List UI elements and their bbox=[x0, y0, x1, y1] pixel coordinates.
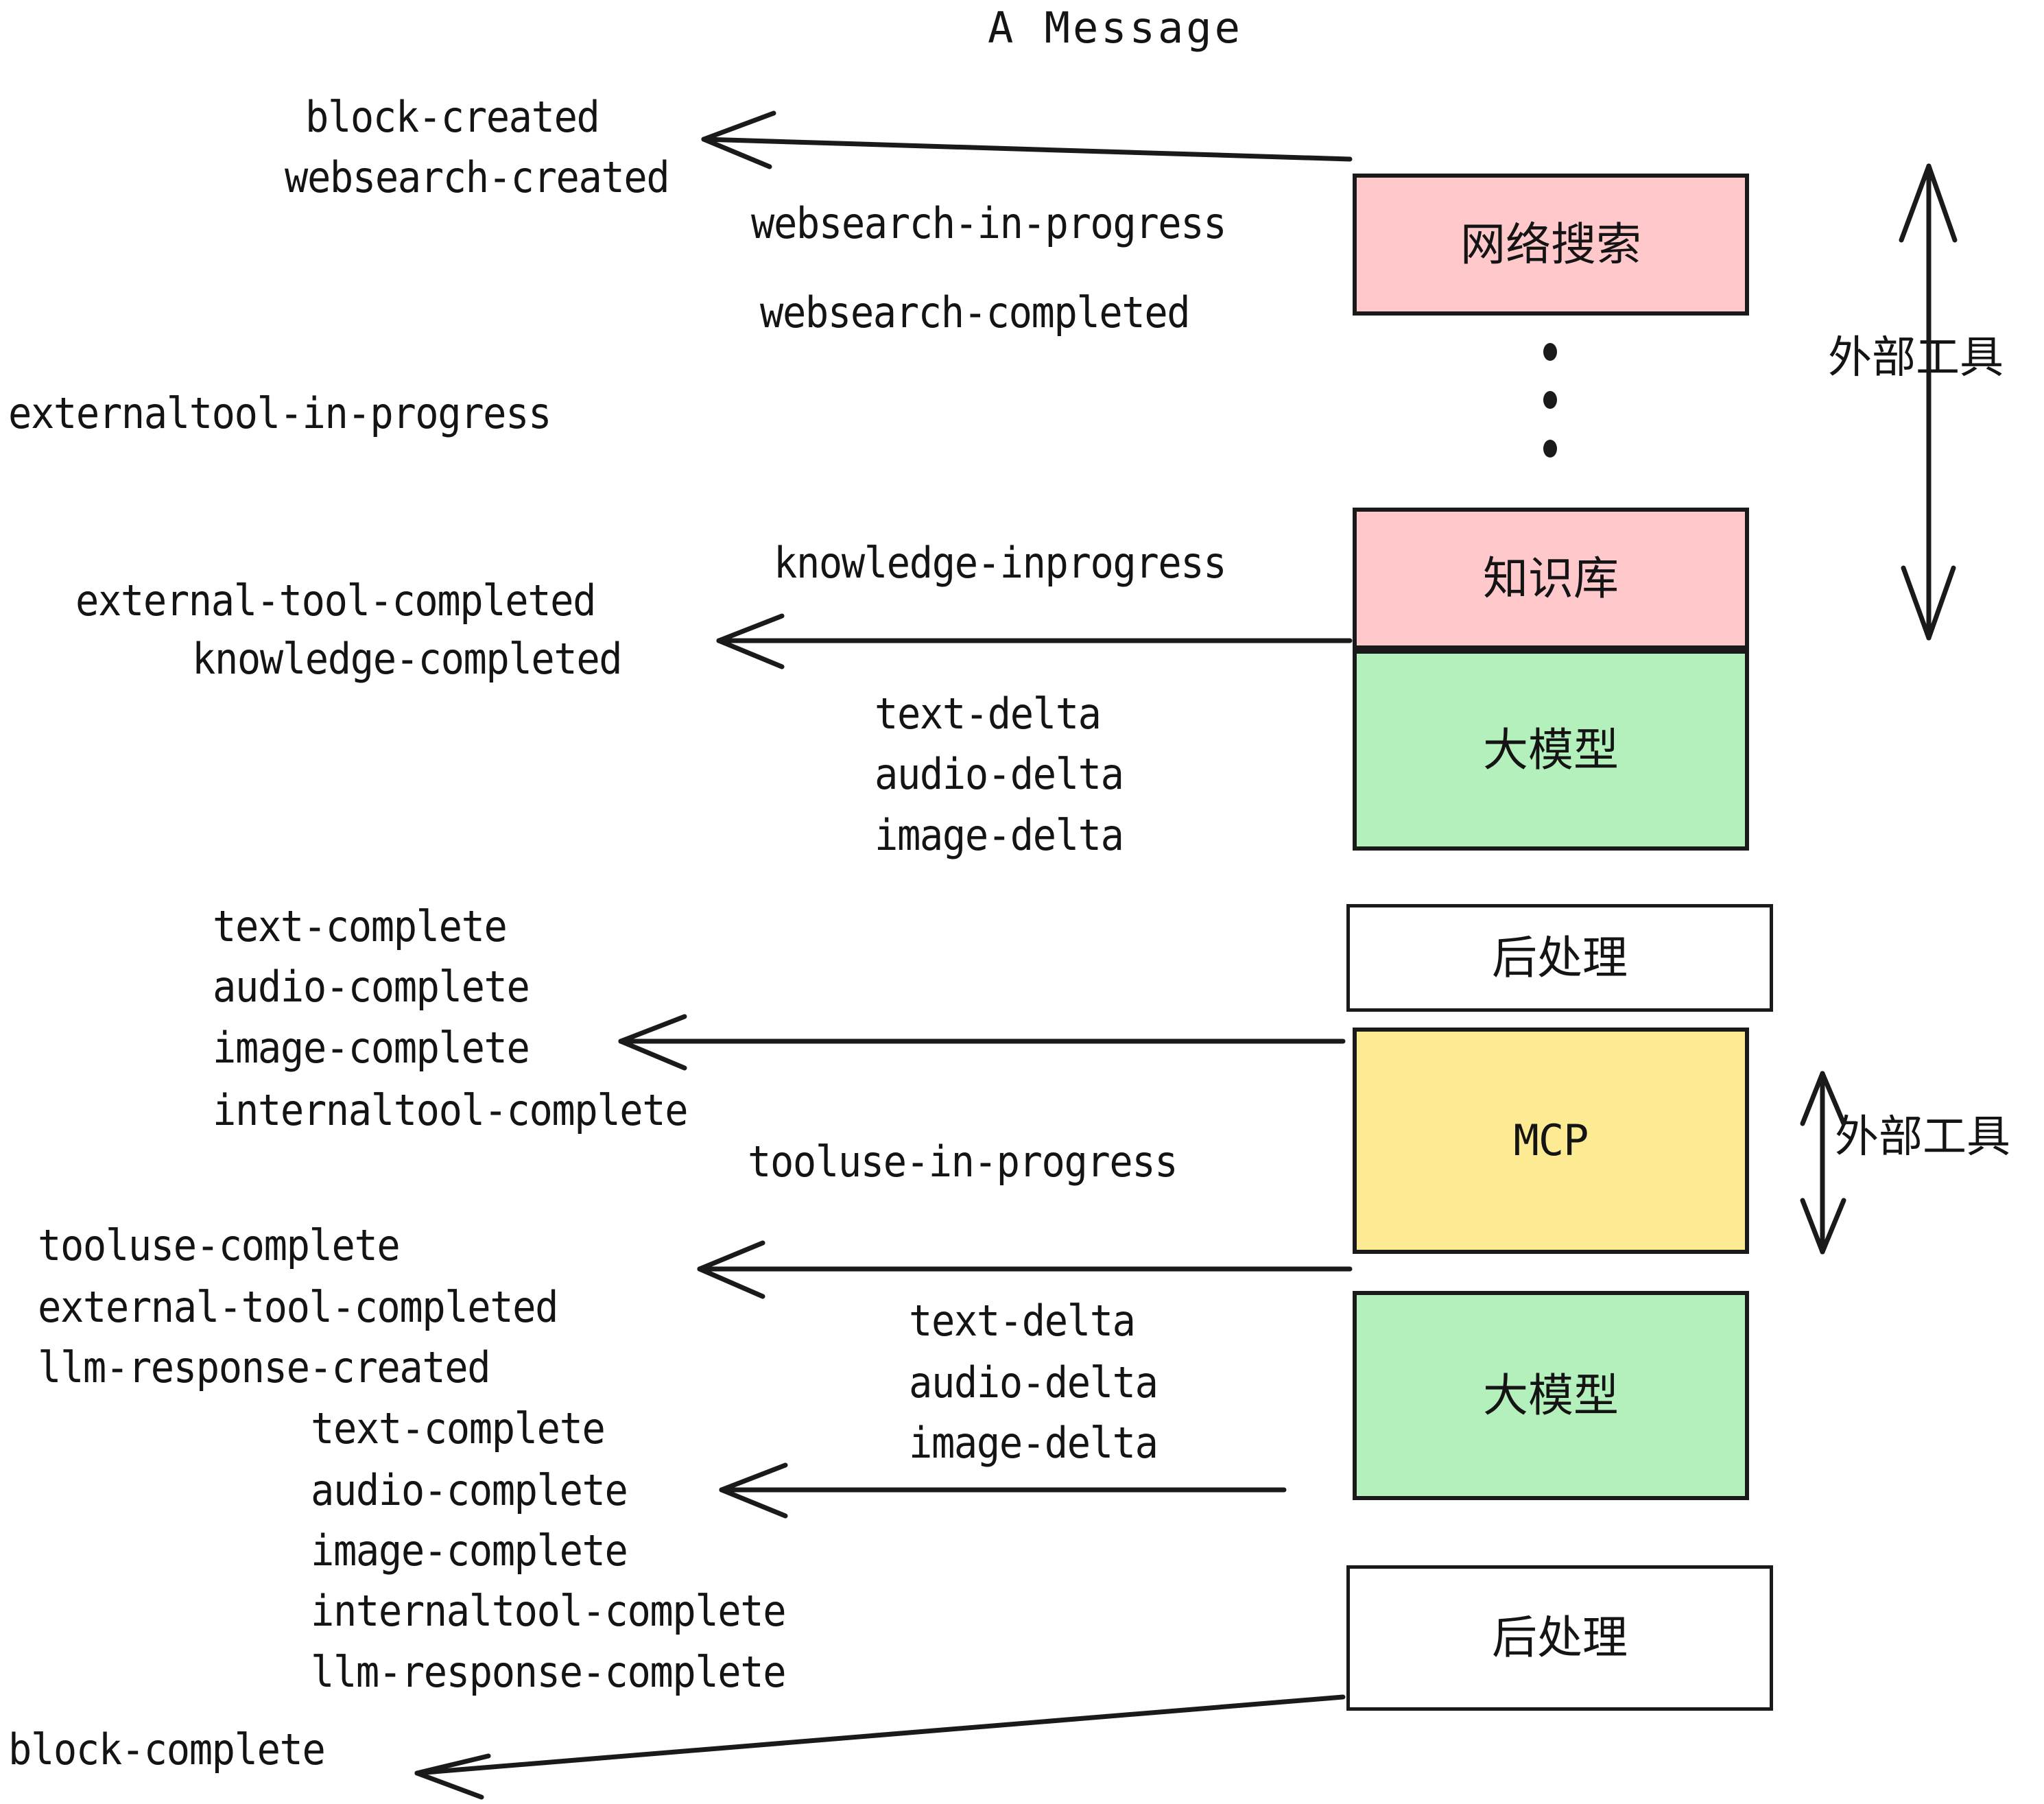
arrow-websearch-to-block-created bbox=[701, 110, 1353, 169]
node-postprocess-1[interactable]: 后处理 bbox=[1346, 904, 1773, 1012]
arrow-external-tools-bottom bbox=[1800, 1071, 1846, 1255]
event-label-block-created: block-created bbox=[305, 92, 600, 142]
arrow-llm2-to-audio-complete bbox=[719, 1462, 1287, 1519]
event-label-audio-delta-1: audio-delta bbox=[875, 749, 1124, 799]
event-label-image-complete-2: image-complete bbox=[311, 1526, 628, 1576]
event-label-text-complete-2: text-complete bbox=[311, 1403, 606, 1453]
event-label-externaltool-in-progress: externaltool-in-progress bbox=[8, 388, 551, 438]
node-mcp-label: MCP bbox=[1513, 1115, 1589, 1165]
node-postprocess-1-label: 后处理 bbox=[1492, 931, 1628, 984]
page-title: A Message bbox=[988, 3, 1243, 53]
event-label-knowledge-inprogress: knowledge-inprogress bbox=[774, 538, 1227, 588]
arrow-mcp-to-tooluse-complete bbox=[697, 1240, 1353, 1299]
event-label-external-tool-completed-2: external-tool-completed bbox=[38, 1282, 558, 1332]
event-label-llm-response-complete: llm-response-complete bbox=[311, 1647, 787, 1697]
node-llm-1[interactable]: 大模型 bbox=[1353, 650, 1749, 851]
event-label-text-delta-2: text-delta bbox=[909, 1296, 1136, 1346]
arrow-knowledge-to-knowledge-completed bbox=[716, 613, 1353, 669]
event-label-llm-response-created: llm-response-created bbox=[38, 1342, 491, 1392]
node-websearch-label: 网络搜索 bbox=[1460, 217, 1641, 271]
event-label-internaltool-complete-1: internaltool-complete bbox=[213, 1085, 689, 1135]
node-mcp[interactable]: MCP bbox=[1353, 1028, 1749, 1254]
arrow-postprocess2-to-block-complete bbox=[414, 1694, 1346, 1800]
event-label-audio-delta-2: audio-delta bbox=[909, 1357, 1158, 1408]
ellipsis-dot-1 bbox=[1543, 343, 1557, 361]
event-label-tooluse-in-progress: tooluse-in-progress bbox=[748, 1137, 1178, 1187]
side-label-external-tools-top: 外部工具 bbox=[1828, 333, 2004, 383]
event-label-audio-complete-1: audio-complete bbox=[213, 962, 530, 1012]
event-label-tooluse-complete: tooluse-complete bbox=[38, 1220, 401, 1270]
node-llm-2-label: 大模型 bbox=[1483, 1368, 1619, 1422]
event-label-external-tool-completed-1: external-tool-completed bbox=[75, 575, 596, 626]
event-label-audio-complete-2: audio-complete bbox=[311, 1465, 628, 1515]
ellipsis-dot-3 bbox=[1543, 440, 1557, 458]
event-label-image-delta-2: image-delta bbox=[909, 1418, 1158, 1468]
event-label-image-complete-1: image-complete bbox=[213, 1023, 530, 1073]
node-postprocess-2-label: 后处理 bbox=[1492, 1611, 1628, 1664]
event-label-text-complete-1: text-complete bbox=[213, 901, 508, 951]
event-label-image-delta-1: image-delta bbox=[875, 810, 1124, 860]
ellipsis-dot-2 bbox=[1543, 391, 1557, 409]
node-llm-1-label: 大模型 bbox=[1483, 723, 1619, 776]
node-postprocess-2[interactable]: 后处理 bbox=[1346, 1565, 1773, 1711]
node-websearch[interactable]: 网络搜索 bbox=[1353, 174, 1749, 316]
event-label-websearch-completed: websearch-completed bbox=[760, 287, 1191, 337]
event-label-websearch-in-progress: websearch-in-progress bbox=[751, 198, 1227, 248]
event-label-websearch-created: websearch-created bbox=[285, 152, 670, 202]
event-label-block-complete: block-complete bbox=[8, 1724, 326, 1775]
node-knowledge-label: 知识库 bbox=[1483, 551, 1619, 605]
event-label-internaltool-complete-2: internaltool-complete bbox=[311, 1586, 787, 1636]
event-label-text-delta-1: text-delta bbox=[875, 689, 1102, 739]
arrow-postprocess1-to-image-complete bbox=[618, 1014, 1346, 1071]
event-label-knowledge-completed: knowledge-completed bbox=[192, 634, 623, 684]
arrow-external-tools-top bbox=[1899, 163, 1958, 641]
node-llm-2[interactable]: 大模型 bbox=[1353, 1291, 1749, 1500]
side-label-external-tools-bottom: 外部工具 bbox=[1835, 1112, 2010, 1163]
node-knowledge[interactable]: 知识库 bbox=[1353, 508, 1749, 650]
